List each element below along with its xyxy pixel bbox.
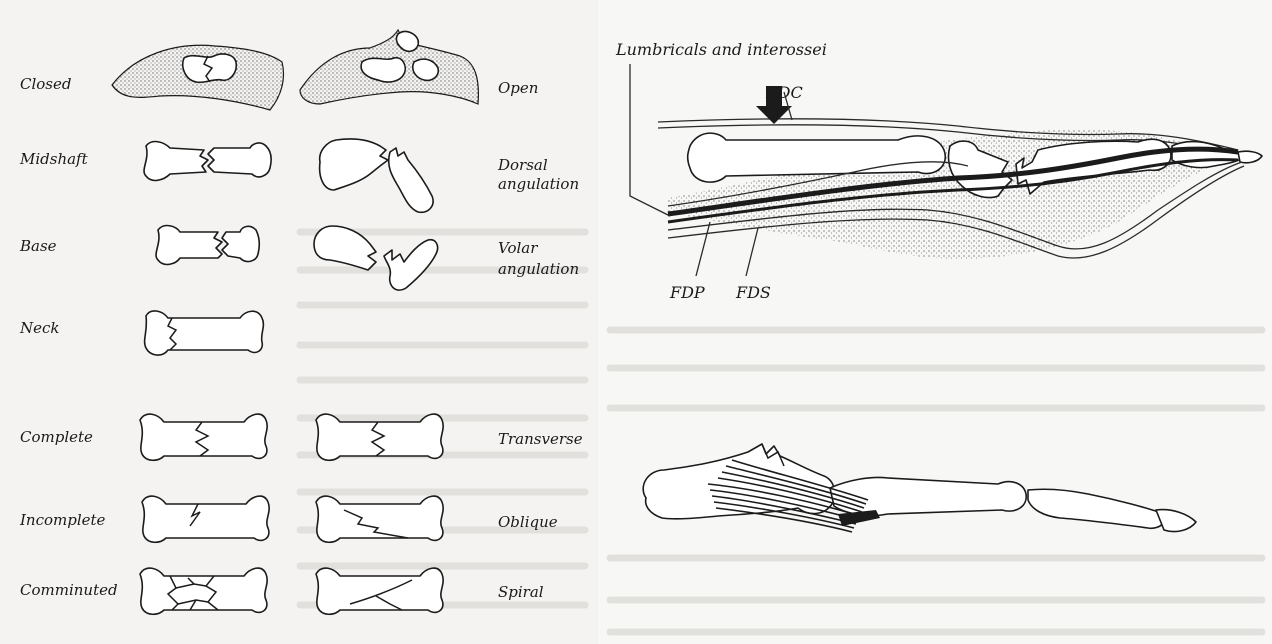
label-edc: EDC	[765, 83, 803, 102]
neck-fracture-figure	[145, 311, 264, 355]
volar-angulation-figure	[314, 226, 438, 290]
lateral-finger-figure	[630, 64, 1262, 276]
complete-fracture-figure	[140, 414, 267, 460]
closed-fracture-figure	[112, 45, 284, 110]
phalanx-fracture-figure	[643, 444, 1196, 532]
midshaft-fracture-figure	[144, 142, 271, 181]
comminuted-fracture-figure	[140, 568, 267, 614]
oblique-fracture-figure	[316, 496, 443, 542]
spiral-fracture-figure	[316, 568, 443, 614]
label-fds: FDS	[735, 283, 771, 302]
label-lumbricals-interossei: Lumbricals and interossei	[615, 40, 827, 59]
dorsal-angulation-figure	[320, 139, 433, 212]
incomplete-fracture-figure	[142, 496, 269, 542]
base-fracture-figure	[156, 226, 259, 265]
finger-tendon-diagrams: Lumbricals and interossei EDC FDP FDS	[598, 0, 1272, 644]
fracture-illustrations	[0, 0, 598, 644]
label-fdp: FDP	[669, 283, 705, 302]
transverse-fracture-figure	[316, 414, 443, 460]
open-fracture-figure	[300, 30, 478, 104]
